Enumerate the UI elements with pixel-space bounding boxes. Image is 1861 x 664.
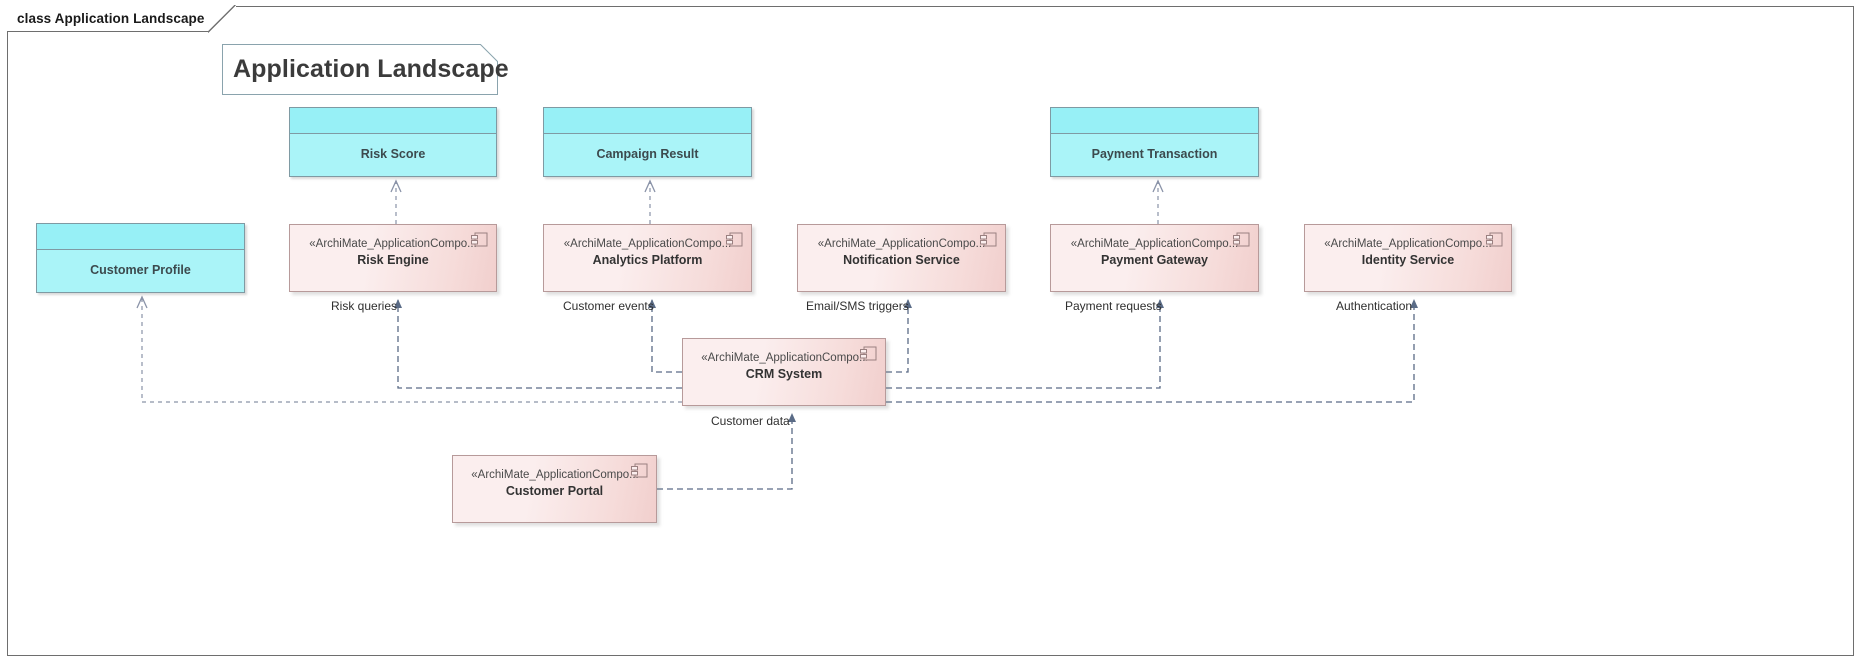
data-object-label: Campaign Result (596, 147, 699, 161)
data-object-header-band (290, 108, 496, 134)
component-customer-portal[interactable]: «ArchiMate_ApplicationCompo... Customer … (452, 455, 657, 523)
data-object-customer-profile[interactable]: Customer Profile (36, 223, 245, 293)
edge-label-payment-requests: Payment requests (1065, 299, 1162, 313)
component-label: Identity Service (1361, 253, 1455, 268)
frame-tab-slant-icon (207, 5, 236, 33)
component-stereotype: «ArchiMate_ApplicationCompo... (1324, 238, 1492, 250)
component-stereotype: «ArchiMate_ApplicationCompo... (701, 352, 867, 364)
uml-component-icon (1233, 232, 1250, 247)
edge-label-email-sms-triggers: Email/SMS triggers (806, 299, 909, 313)
component-label: Risk Engine (357, 253, 429, 268)
edge-label-authentication: Authentication (1336, 299, 1413, 313)
data-object-header-band (544, 108, 751, 134)
diagram-title: Application Landscape (233, 55, 509, 83)
data-object-header-band (37, 224, 244, 250)
data-object-header-band (1051, 108, 1258, 134)
component-payment-gateway[interactable]: «ArchiMate_ApplicationCompo... Payment G… (1050, 224, 1259, 292)
uml-component-icon (471, 232, 488, 247)
component-crm-system[interactable]: «ArchiMate_ApplicationCompo... CRM Syste… (682, 338, 886, 406)
data-object-campaign-result[interactable]: Campaign Result (543, 107, 752, 177)
component-label: Customer Portal (505, 484, 604, 499)
uml-component-icon (631, 463, 648, 478)
frame-header-label: class Application Landscape (17, 11, 205, 26)
data-object-label: Customer Profile (90, 263, 191, 277)
uml-component-icon (860, 346, 877, 361)
title-note: Application Landscape (222, 43, 509, 95)
edge-label-risk-queries: Risk queries (331, 299, 398, 313)
component-label: Analytics Platform (592, 253, 703, 268)
component-label: Notification Service (843, 253, 960, 268)
data-object-label: Risk Score (360, 147, 426, 161)
component-label: CRM System (745, 367, 823, 382)
edge-label-customer-events: Customer events (563, 299, 654, 313)
component-stereotype: «ArchiMate_ApplicationCompo... (471, 469, 638, 481)
component-label: Payment Gateway (1101, 253, 1208, 268)
uml-component-icon (980, 232, 997, 247)
frame-header-tab: class Application Landscape (7, 5, 236, 33)
uml-component-icon (1486, 232, 1503, 247)
diagram-frame (7, 6, 1854, 656)
component-stereotype: «ArchiMate_ApplicationCompo... (309, 238, 477, 250)
data-object-payment-transaction[interactable]: Payment Transaction (1050, 107, 1259, 177)
component-analytics-platform[interactable]: «ArchiMate_ApplicationCompo... Analytics… (543, 224, 752, 292)
component-stereotype: «ArchiMate_ApplicationCompo... (563, 238, 732, 250)
component-identity-service[interactable]: «ArchiMate_ApplicationCompo... Identity … (1304, 224, 1512, 292)
component-stereotype: «ArchiMate_ApplicationCompo... (1070, 238, 1239, 250)
uml-component-icon (726, 232, 743, 247)
component-risk-engine[interactable]: «ArchiMate_ApplicationCompo... Risk Engi… (289, 224, 497, 292)
component-notification-service[interactable]: «ArchiMate_ApplicationCompo... Notificat… (797, 224, 1006, 292)
data-object-risk-score[interactable]: Risk Score (289, 107, 497, 177)
component-stereotype: «ArchiMate_ApplicationCompo... (817, 238, 986, 250)
data-object-label: Payment Transaction (1091, 147, 1218, 161)
edge-label-customer-data: Customer data (711, 414, 790, 428)
